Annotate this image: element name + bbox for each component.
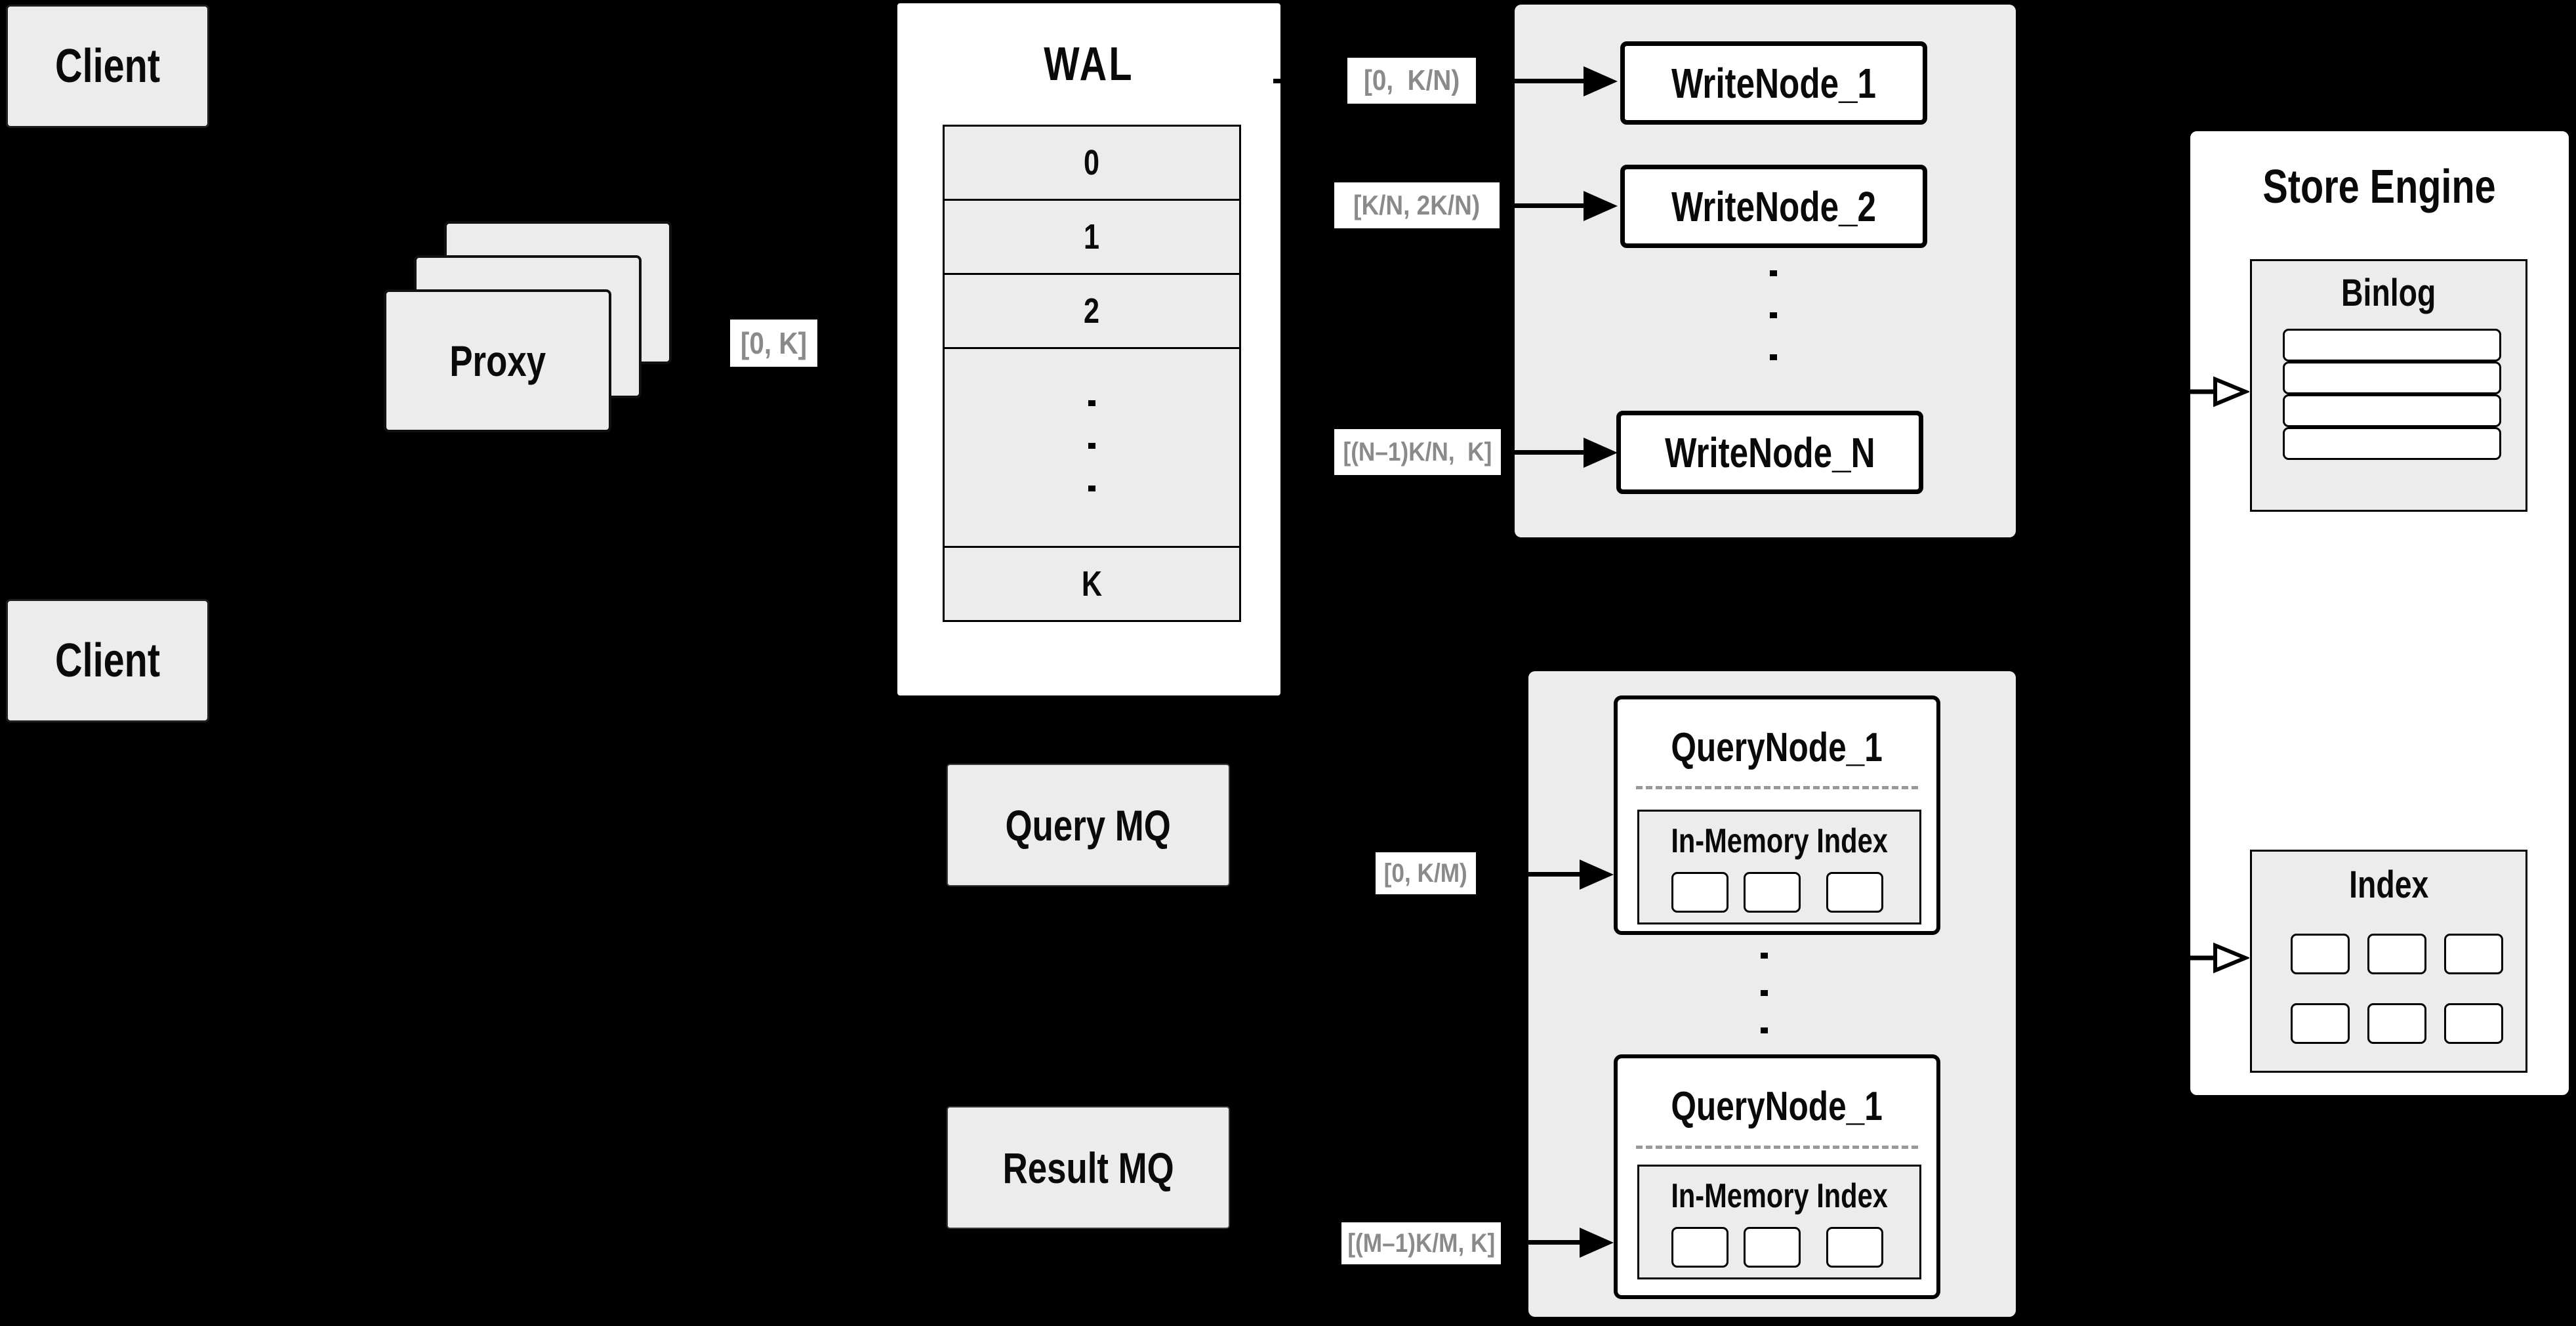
querynode-top-title: QueryNode_1: [1671, 724, 1883, 770]
wal-title: WAL: [1044, 38, 1134, 91]
segment-cell: [1671, 872, 1728, 913]
range-label-writenode-n: [(N–1)K/N, K]: [1334, 429, 1501, 475]
querynode-bottom-title: QueryNode_1: [1671, 1083, 1883, 1129]
segment-cell: [1744, 872, 1801, 913]
wal-row-1: 1: [945, 201, 1239, 275]
client-box-bottom: Client: [6, 599, 209, 722]
querynode-bottom-box: QueryNode_1 In-Memory Index: [1614, 1054, 1940, 1299]
arrow-to-writenode-n: [1504, 450, 1585, 455]
range-label-writenode-2: [K/N, 2K/N): [1334, 182, 1500, 228]
store-engine-title: Store Engine: [2262, 161, 2497, 213]
client-bottom-label: Client: [54, 634, 160, 687]
open-arrow-binlog: [2189, 376, 2249, 407]
wal-row-2: 2: [945, 275, 1239, 349]
proxy-label: Proxy: [449, 337, 546, 385]
ellipsis-dot: [1088, 400, 1095, 406]
binlog-segment: [2283, 427, 2501, 460]
ellipsis-dot: [1770, 270, 1777, 276]
index-cell: [2291, 934, 2350, 974]
ellipsis-dot: [1761, 1027, 1768, 1033]
client-top-label: Client: [54, 40, 160, 93]
binlog-segment: [2283, 394, 2501, 427]
ellipsis-dot: [1770, 354, 1777, 360]
range-label-writenode-1: [0, K/N): [1347, 58, 1476, 104]
open-arrow-index: [2189, 942, 2249, 974]
ellipsis-dot: [1770, 312, 1777, 318]
in-memory-index-box: In-Memory Index: [1637, 810, 1921, 924]
ellipsis-dot: [1088, 443, 1095, 449]
query-mq-box: Query MQ: [947, 764, 1230, 886]
binlog-segment: [2283, 329, 2501, 362]
in-memory-index-title: In-Memory Index: [1671, 1177, 1888, 1215]
wal-table: 0 1 2 K: [943, 125, 1241, 622]
in-memory-index-box: In-Memory Index: [1637, 1165, 1921, 1279]
wal-connector-stub: [1273, 79, 1280, 83]
arrow-to-querynode-m: [1504, 1240, 1581, 1245]
writenode-n-box: WriteNode_N: [1616, 411, 1923, 494]
writenode-1-box: WriteNode_1: [1620, 41, 1927, 125]
writenode-2-box: WriteNode_2: [1620, 165, 1927, 248]
index-cell: [2444, 934, 2503, 974]
querynode-top-box: QueryNode_1 In-Memory Index: [1614, 695, 1940, 935]
index-title: Index: [2348, 863, 2429, 906]
ellipsis-dot: [1761, 990, 1768, 996]
binlog-title: Binlog: [2341, 271, 2436, 314]
dashed-divider: [1636, 1146, 1918, 1149]
wal-row-ellipsis: [945, 349, 1239, 548]
binlog-box: Binlog: [2250, 259, 2527, 512]
wal-row-0: 0: [945, 127, 1239, 201]
client-box-top: Client: [6, 5, 209, 128]
index-cell: [2291, 1003, 2350, 1044]
in-memory-index-title: In-Memory Index: [1671, 822, 1888, 860]
ellipsis-dot: [1088, 486, 1095, 491]
segment-cell: [1671, 1227, 1728, 1268]
arrow-to-querynode-1: [1479, 872, 1581, 877]
dashed-divider: [1636, 786, 1918, 789]
range-label-proxy-wal: [0, K]: [730, 320, 817, 367]
index-box: Index: [2250, 850, 2527, 1073]
range-label-querynode-m: [(M–1)K/M, K]: [1341, 1222, 1501, 1264]
index-cell: [2367, 934, 2426, 974]
index-cell: [2444, 1003, 2503, 1044]
segment-cell: [1826, 1227, 1883, 1268]
segment-cell: [1744, 1227, 1801, 1268]
binlog-segment: [2283, 362, 2501, 394]
range-label-querynode-1: [0, K/M): [1376, 852, 1476, 894]
proxy-card-front: Proxy: [384, 289, 611, 432]
result-mq-box: Result MQ: [947, 1106, 1230, 1229]
arrow-to-writenode-1: [1479, 79, 1585, 83]
arrow-to-writenode-2: [1503, 203, 1585, 208]
segment-cell: [1826, 872, 1883, 913]
ellipsis-dot: [1761, 953, 1768, 959]
index-cell: [2367, 1003, 2426, 1044]
wal-row-k: K: [945, 548, 1239, 620]
